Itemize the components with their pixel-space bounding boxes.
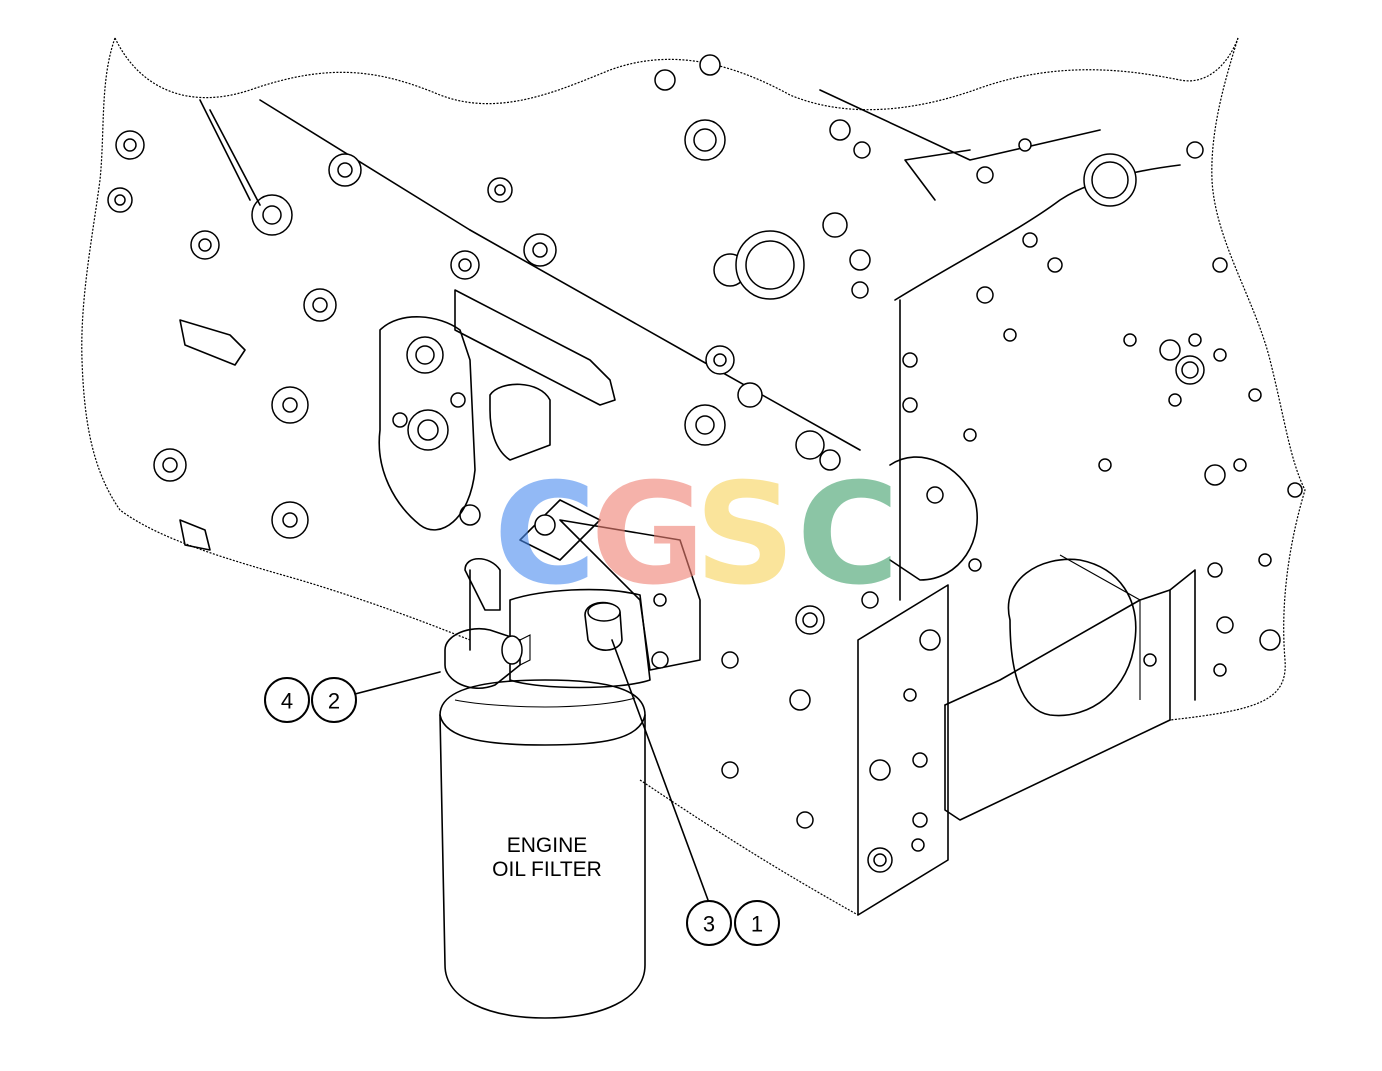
watermark-letter-1: C (494, 454, 597, 617)
filter-head (464, 499, 701, 689)
mounting-holes (107, 54, 1303, 873)
balloon-2-text: 2 (328, 689, 340, 714)
callout-4-2[interactable]: 4 2 (264, 677, 357, 723)
balloon-1[interactable] (734, 900, 780, 946)
callout-3-1[interactable]: 3 1 (686, 900, 780, 946)
oil-filter: ENGINE OIL FILTER (439, 679, 646, 1019)
plug-part-1 (584, 601, 623, 651)
balloon-4[interactable] (264, 677, 310, 723)
filter-label-line1: ENGINE (507, 834, 588, 857)
watermark-letter-4: C (797, 454, 900, 617)
balloon-3[interactable] (686, 900, 732, 946)
filter-label-line2: OIL FILTER (492, 858, 602, 881)
callout-leaders (354, 639, 709, 901)
balloon-2[interactable] (311, 677, 357, 723)
watermark-letter-2: G (591, 454, 706, 617)
plug-part-2 (444, 628, 531, 690)
balloon-3-text: 3 (703, 912, 715, 937)
bracket-plate (179, 99, 978, 581)
watermark-logo: C G S C (494, 454, 900, 617)
balloon-4-text: 4 (281, 689, 293, 714)
balloon-1-text: 1 (751, 912, 763, 937)
watermark-letter-3: S (695, 454, 796, 617)
engine-block (81, 37, 1306, 916)
